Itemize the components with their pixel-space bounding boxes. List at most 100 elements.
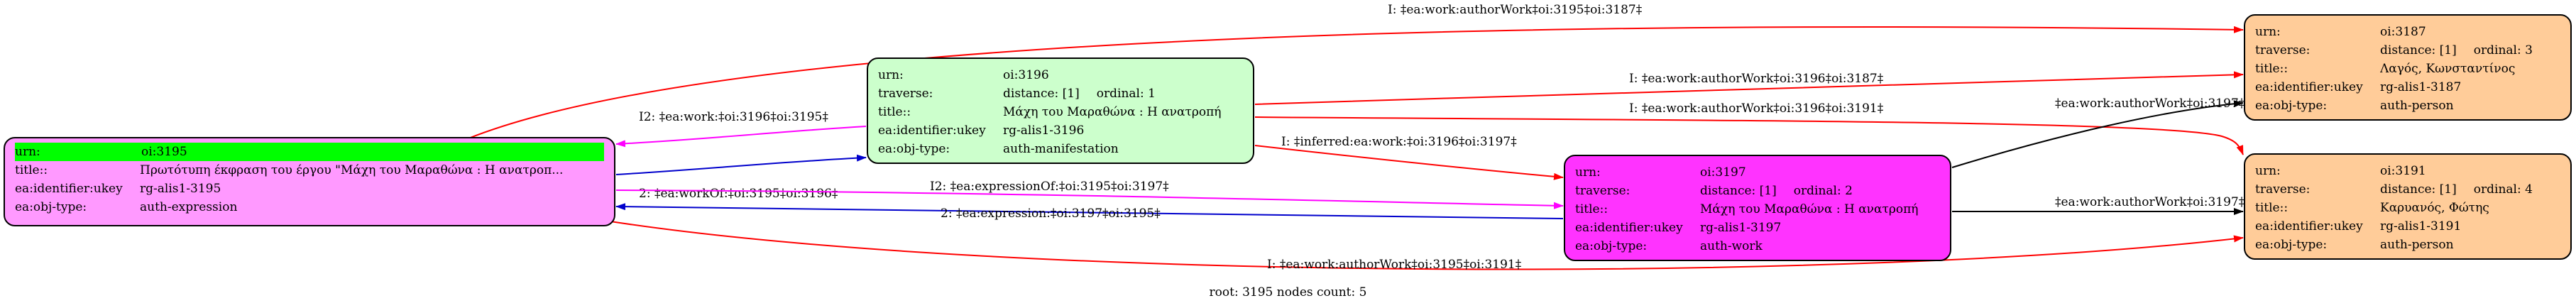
edge-label-3195-3187: I: ‡ea:work:authorWork‡oi:3195‡oi:3187‡ (1388, 3, 1643, 17)
type-value: auth-person (2380, 99, 2454, 113)
traverse-key: traverse: (2255, 43, 2311, 57)
traverse-ordinal: ordinal: 1 (1096, 87, 1156, 101)
ukey-key: ea:identifier:ukey (2255, 80, 2363, 94)
traverse-distance: distance: [1] (2380, 43, 2457, 57)
title-value: Μάχη του Μαραθώνα : Η ανατροπή (1700, 202, 1919, 216)
traverse-key: traverse: (878, 87, 933, 101)
node-3191-traverse-row: traverse: distance: [1] ordinal: 4 (2255, 180, 2560, 199)
title-value: Καρυανός, Φώτης (2380, 201, 2489, 215)
edge-3196-3195 (615, 126, 867, 148)
node-3187-title-row: title:: Λαγός, Κωνσταντίνος (2255, 60, 2560, 78)
node-3195-urn-row: urn: oi:3195 (15, 143, 604, 161)
node-3187-type-row: ea:obj-type: auth-person (2255, 97, 2560, 115)
node-3187-urn-row: urn: oi:3187 (2255, 23, 2560, 41)
type-key: ea:obj-type: (2255, 238, 2328, 252)
traverse-ordinal: ordinal: 3 (2473, 43, 2533, 57)
node-3191-title-row: title:: Καρυανός, Φώτης (2255, 199, 2560, 217)
edge-3197-3187 (1951, 100, 2244, 168)
urn-key: urn: (878, 68, 904, 82)
node-3197-traverse-row: traverse: distance: [1] ordinal: 2 (1575, 182, 1940, 200)
ukey-value: rg-alis1-3197 (1700, 221, 1782, 235)
node-3196[interactable]: urn: oi:3196 traverse: distance: [1] ordi… (867, 57, 1254, 164)
title-value: Πρωτότυπη έκφραση του έργου "Μάχη του Μα… (140, 163, 564, 177)
node-3195-type-row: ea:obj-type: auth-expression (15, 198, 604, 216)
urn-key: urn: (2255, 164, 2281, 178)
ukey-value: rg-alis1-3196 (1003, 123, 1085, 138)
node-3196-traverse-row: traverse: distance: [1] ordinal: 1 (878, 84, 1243, 103)
edge-3196-3197 (1254, 145, 1564, 180)
ukey-key: ea:identifier:ukey (1575, 221, 1683, 235)
traverse-key: traverse: (2255, 182, 2311, 197)
urn-key: urn: (1575, 165, 1601, 180)
urn-key: urn: (2255, 25, 2281, 39)
node-3195-title-row: title:: Πρωτότυπη έκφραση του έργου "Μάχ… (15, 161, 604, 180)
type-key: ea:obj-type: (878, 142, 950, 156)
node-3195[interactable]: urn: oi:3195 title:: Πρωτότυπη έκφραση τ… (4, 137, 615, 226)
node-3197-urn-row: urn: oi:3197 (1575, 163, 1940, 182)
edge-label-3197-3195: 2: ‡ea:expression:‡oi:3197‡oi:3195‡ (941, 207, 1161, 221)
edge-3195-3197 (615, 189, 1564, 209)
node-3191-ukey-row: ea:identifier:ukey rg-alis1-3191 (2255, 217, 2560, 236)
ukey-value: rg-alis1-3191 (2380, 219, 2462, 233)
traverse-distance: distance: [1] (2380, 182, 2457, 197)
edge-label-3196-3197: I: ‡inferred:ea:work:‡oi:3196‡oi:3197‡ (1281, 135, 1517, 149)
title-key: title:: (15, 163, 48, 177)
node-3195-ukey-row: ea:identifier:ukey rg-alis1-3195 (15, 180, 604, 198)
traverse-ordinal: ordinal: 4 (2473, 182, 2533, 197)
title-key: title:: (1575, 202, 1608, 216)
edge-label-3197-3187: ‡ea:work:authorWork‡oi:3197‡oi:3187‡ (2055, 97, 2297, 111)
ukey-value: rg-alis1-3187 (2380, 80, 2462, 94)
urn-value: oi:3191 (2380, 164, 2426, 178)
node-3187-traverse-row: traverse: distance: [1] ordinal: 3 (2255, 41, 2560, 60)
edge-label-3195-3197: I2: ‡ea:expressionOf:‡oi:3195‡oi:3197‡ (930, 180, 1169, 194)
node-3196-title-row: title:: Μάχη του Μαραθώνα : Η ανατροπή (878, 103, 1243, 121)
node-3196-ukey-row: ea:identifier:ukey rg-alis1-3196 (878, 121, 1243, 140)
edge-label-3197-3191: ‡ea:work:authorWork‡oi:3197‡oi:3191‡ (2055, 195, 2297, 209)
edge-label-3195-3191: I: ‡ea:work:authorWork‡oi:3195‡oi:3191‡ (1267, 258, 1522, 272)
urn-key: urn: (15, 145, 40, 159)
edge-3195-3187 (468, 26, 2244, 139)
edge-3196-3191 (1254, 116, 2244, 155)
urn-value: oi:3196 (1003, 68, 1049, 82)
type-value: auth-person (2380, 238, 2454, 252)
node-3191[interactable]: urn: oi:3191 traverse: distance: [1] ordi… (2244, 153, 2572, 260)
urn-value: oi:3187 (2380, 25, 2426, 39)
title-key: title:: (2255, 201, 2289, 215)
node-3197-ukey-row: ea:identifier:ukey rg-alis1-3197 (1575, 219, 1940, 237)
edge-3195-3191 (610, 221, 2244, 270)
edge-3196-3187 (1254, 71, 2244, 105)
ukey-key: ea:identifier:ukey (878, 123, 986, 138)
node-3197[interactable]: urn: oi:3197 traverse: distance: [1] ordi… (1564, 155, 1951, 261)
title-value: Λαγός, Κωνσταντίνος (2380, 62, 2516, 76)
urn-value: oi:3197 (1700, 165, 1746, 180)
edge-3195-3196 (615, 154, 867, 175)
node-3187[interactable]: urn: oi:3187 traverse: distance: [1] ordi… (2244, 14, 2572, 121)
edge-label-3196-3195: I2: ‡ea:work:‡oi:3196‡oi:3195‡ (639, 110, 828, 124)
edge-label-3196-3191: I: ‡ea:work:authorWork‡oi:3196‡oi:3191‡ (1629, 101, 1884, 116)
traverse-distance: distance: [1] (1003, 87, 1080, 101)
node-3191-urn-row: urn: oi:3191 (2255, 162, 2560, 180)
type-key: ea:obj-type: (1575, 239, 1648, 253)
ukey-value: rg-alis1-3195 (140, 182, 221, 196)
type-value: auth-manifestation (1003, 142, 1119, 156)
ukey-key: ea:identifier:ukey (2255, 219, 2363, 233)
traverse-key: traverse: (1575, 184, 1630, 198)
type-value: auth-expression (140, 200, 238, 214)
title-key: title:: (2255, 62, 2289, 76)
node-3197-title-row: title:: Μάχη του Μαραθώνα : Η ανατροπή (1575, 200, 1940, 219)
title-key: title:: (878, 105, 911, 119)
node-3196-urn-row: urn: oi:3196 (878, 66, 1243, 84)
edge-label-3196-3187: I: ‡ea:work:authorWork‡oi:3196‡oi:3187‡ (1629, 72, 1884, 86)
ukey-key: ea:identifier:ukey (15, 182, 123, 196)
traverse-distance: distance: [1] (1700, 184, 1777, 198)
edge-label-3195-3196: 2: ‡ea:workOf:‡oi:3195‡oi:3196‡ (639, 187, 838, 201)
title-value: Μάχη του Μαραθώνα : Η ανατροπή (1003, 105, 1222, 119)
type-value: auth-work (1700, 239, 1763, 253)
node-3196-type-row: ea:obj-type: auth-manifestation (878, 140, 1243, 158)
graph-caption: root: 3195 nodes count: 5 (1209, 285, 1367, 299)
node-3197-type-row: ea:obj-type: auth-work (1575, 237, 1940, 255)
urn-value: oi:3195 (141, 145, 187, 159)
node-3191-type-row: ea:obj-type: auth-person (2255, 236, 2560, 254)
traverse-ordinal: ordinal: 2 (1793, 184, 1853, 198)
type-key: ea:obj-type: (2255, 99, 2328, 113)
